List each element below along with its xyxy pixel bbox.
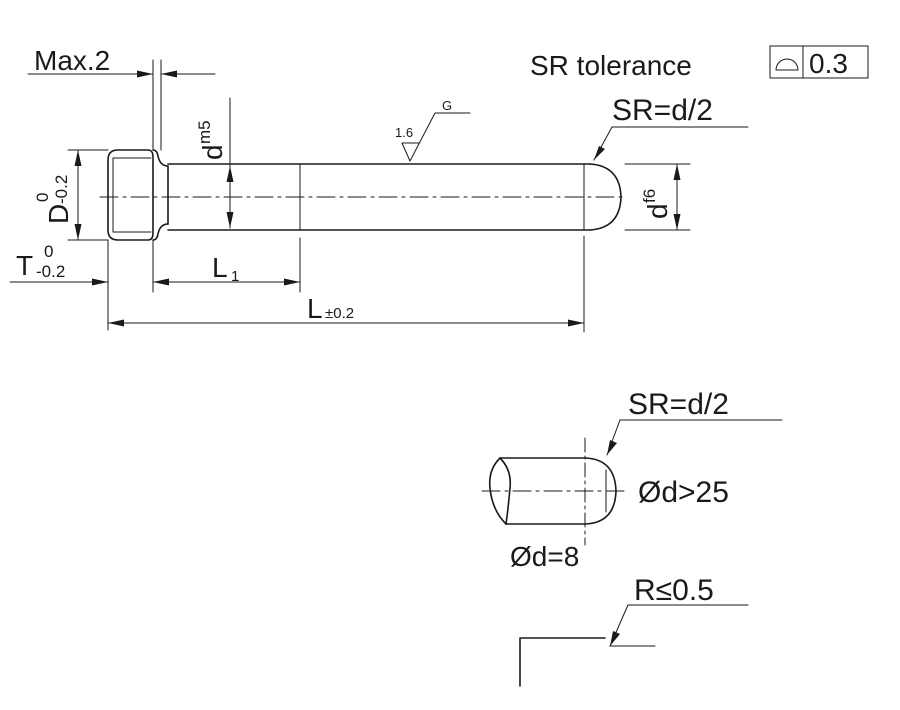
head-thickness-lower: -0.2 [36, 262, 65, 281]
tip-fit-symbol: d [642, 203, 673, 219]
max-groove-dimension: Max.2 [27, 45, 216, 151]
detail-edge-radius: R≤0.5 [519, 574, 749, 687]
max-groove-label: Max.2 [34, 45, 110, 76]
head-diameter-dimension: D 0 -0.2 [33, 149, 109, 241]
head-diameter-lower: -0.2 [52, 175, 71, 204]
sr-tolerance-text: SR tolerance [530, 50, 692, 81]
roughness-process: G [442, 98, 452, 113]
diameter-eq-label: Ød=8 [510, 541, 579, 572]
sr-main-label: SR=d/2 [612, 94, 713, 127]
length-tolerance: ±0.2 [325, 305, 354, 322]
detail-sr-label: SR=d/2 [628, 388, 729, 421]
sr-tolerance-value: 0.3 [809, 48, 848, 79]
head-thickness-upper: 0 [44, 242, 53, 261]
l1-subscript: 1 [231, 268, 239, 285]
roughness-symbol: 1.6 G [395, 98, 471, 162]
detail-large-diameter: SR=d/2 Ød>25 Ød=8 [481, 388, 783, 572]
shank-fit-symbol: d [197, 144, 228, 160]
shank-fit-dimension: d m5 [195, 97, 234, 229]
l1-symbol: L [212, 252, 228, 283]
pin-outline [99, 149, 626, 241]
l1-dimension: L 1 [152, 237, 301, 293]
diameter-gt-label: Ød>25 [638, 476, 729, 509]
sr-tolerance-callout: SR tolerance 0.3 [530, 45, 869, 81]
roughness-value: 1.6 [395, 125, 413, 140]
length-dimension: L ±0.2 [107, 235, 585, 333]
tip-fit-dimension: d f6 [624, 163, 691, 231]
length-symbol: L [307, 293, 323, 324]
edge-radius-label: R≤0.5 [634, 574, 714, 607]
head-diameter-symbol: D [43, 204, 74, 224]
sr-main-callout: SR=d/2 [593, 94, 749, 161]
head-thickness-symbol: T [16, 250, 33, 281]
head-thickness-dimension: T 0 -0.2 [9, 239, 169, 331]
shank-fit-grade: m5 [195, 120, 214, 144]
head-diameter-upper: 0 [33, 193, 52, 202]
profile-of-surface-icon [775, 58, 799, 71]
tip-fit-grade: f6 [640, 189, 659, 203]
